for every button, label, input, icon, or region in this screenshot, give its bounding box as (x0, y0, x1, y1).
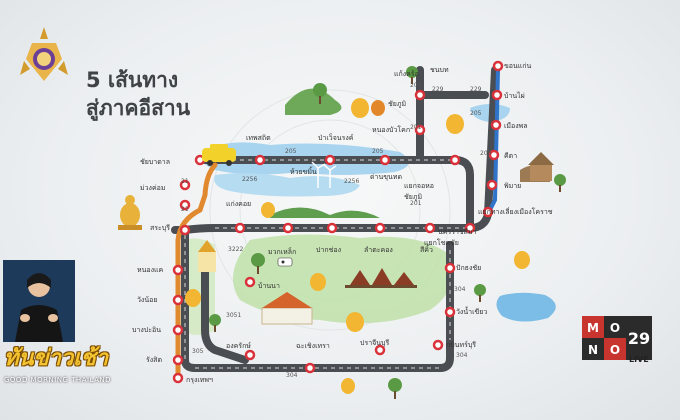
road-nodes (172, 60, 504, 384)
label-nakhon-ratchasima: นครราชสีมา (438, 228, 477, 236)
trees (209, 66, 566, 399)
label-bangkok: กรุงเทพฯ (186, 376, 213, 384)
show-name: ทันข่าวเช้า (4, 346, 109, 371)
royal-emblem-icon (20, 27, 68, 81)
title-line-2: สู่ภาคอีสาน (86, 96, 191, 120)
label-dan-khun-thot: ด่านขุนทด (370, 173, 402, 181)
road-number-205a: 205 (285, 148, 297, 155)
road-number-201b: 201 (410, 124, 422, 131)
road-number-304c: 304 (456, 352, 468, 359)
svg-text:29: 29 (628, 329, 650, 348)
show-logo: ทันข่าวเช้า GOOD MORNING THAILAND (2, 330, 142, 390)
label-huai-khamin: ห้วยขมิ้น (290, 168, 317, 176)
label-kabin-buri: กบินทร์บุรี (446, 341, 477, 349)
road-number-3222: 3222 (228, 246, 244, 253)
label-wang-muang: ม่วงค่อม (140, 184, 166, 192)
label-korat-bypass: แยกทางเลี่ยงเมืองโคราช (478, 208, 553, 216)
label-ban-na: บ้านนา (258, 282, 280, 290)
road-number-229b: 229 (470, 86, 482, 93)
label-saraburi: สระบุรี (150, 224, 170, 232)
label-chok-chai-jct: แยกโชคชัย (424, 239, 459, 247)
road-number-2256a: 2256 (242, 176, 258, 183)
infographic-title: 5 เส้นทาง สู่ภาคอีสาน (86, 66, 190, 122)
label-sikhio: สีคิ้ว (420, 246, 433, 254)
label-nong-bua-khok: หนองบัวโคก (372, 126, 411, 134)
label-rangsit: รังสิต (146, 356, 162, 364)
wind-turbines-icon (311, 161, 337, 188)
label-wang-noi: วังน้อย (137, 296, 158, 304)
label-pak-chong: ปากช่อง (316, 246, 341, 254)
cow-icon (277, 257, 293, 267)
field-hill-mid (270, 207, 380, 218)
car-icon (202, 144, 236, 166)
buddha-icon (118, 195, 142, 230)
label-wang-nam-khiao: วังน้ำเขียว (456, 308, 488, 316)
interpreter-image (3, 260, 75, 342)
road-number-205d: 205 (470, 110, 482, 117)
svg-text:O: O (610, 321, 620, 335)
label-lam-takhong: ลำตะคอง (364, 246, 393, 254)
mascots (185, 98, 530, 394)
label-chonnabot: ชนบท (430, 66, 449, 74)
road-network (171, 66, 499, 372)
title-line-1: 5 เส้นทาง (86, 68, 179, 92)
label-kaeng-khoi: แก่งคอย (226, 200, 252, 208)
road-number-201a: 201 (410, 82, 422, 89)
road-number-205c: 205 (480, 150, 492, 157)
field-hill-north (285, 88, 342, 115)
label-pa-wiang: ป่าเว็จนรงค์ (318, 134, 354, 142)
temple-icon (198, 152, 554, 325)
road-number-305: 305 (192, 348, 204, 355)
road-number-3051: 3051 (226, 312, 242, 319)
label-chachoengsao: ฉะเชิงเทรา (296, 342, 330, 350)
road-number-304b: 304 (286, 372, 298, 379)
road-number-21b: 21 (181, 206, 189, 213)
road-number-21a: 21 (181, 178, 189, 185)
label-khong: คีตา (504, 152, 518, 160)
label-mueang-phon: เมืองพล (504, 122, 528, 130)
svg-text:N: N (588, 343, 598, 357)
label-chai-badan: ชัยบาดาล (140, 158, 170, 166)
road-number-229a: 229 (432, 86, 444, 93)
road-number-2256b: 2256 (344, 178, 360, 185)
sign-language-interpreter (3, 260, 75, 342)
label-pak-thong-chai: ปักธงชัย (456, 264, 482, 272)
label-chaiyaphum-1: ชัยภูมิ (388, 100, 407, 108)
label-chaiyaphum-2: ชัยภูมิ (404, 193, 423, 201)
farm-icon (345, 268, 417, 288)
label-khon-kaen: ขอนแก่น (504, 62, 532, 70)
label-bang-pa-in: บางปะอิน (132, 326, 161, 334)
show-subtitle: GOOD MORNING THAILAND (4, 376, 112, 384)
label-jo-ho-jct: แยกจอหอ (404, 182, 434, 190)
live-label: LIVE (629, 355, 649, 364)
label-phimai: พิมาย (504, 182, 522, 190)
lake-east (496, 292, 556, 322)
lake-central (214, 173, 360, 197)
mono29-logo-icon: M O N O 29 (582, 316, 652, 360)
route-orange (175, 162, 218, 383)
label-muak-lek: มวกเหล็ก (268, 248, 297, 256)
label-prachin-buri: ปราจีนบุรี (360, 339, 390, 347)
svg-text:M: M (587, 321, 599, 335)
road-number-205b: 205 (372, 148, 384, 155)
label-ban-phai: บ้านไผ่ (504, 92, 525, 100)
label-ongkharak: องครักษ์ (226, 342, 251, 350)
label-kaeng-khro: แก้งคร้อ (394, 70, 419, 78)
road-number-304a: 304 (454, 286, 466, 293)
svg-text:O: O (610, 343, 620, 357)
label-nong-khae: หนองแค (137, 266, 164, 274)
label-thepsathit: เทพสถิต (246, 134, 271, 142)
road-number-201c: 201 (410, 200, 422, 207)
